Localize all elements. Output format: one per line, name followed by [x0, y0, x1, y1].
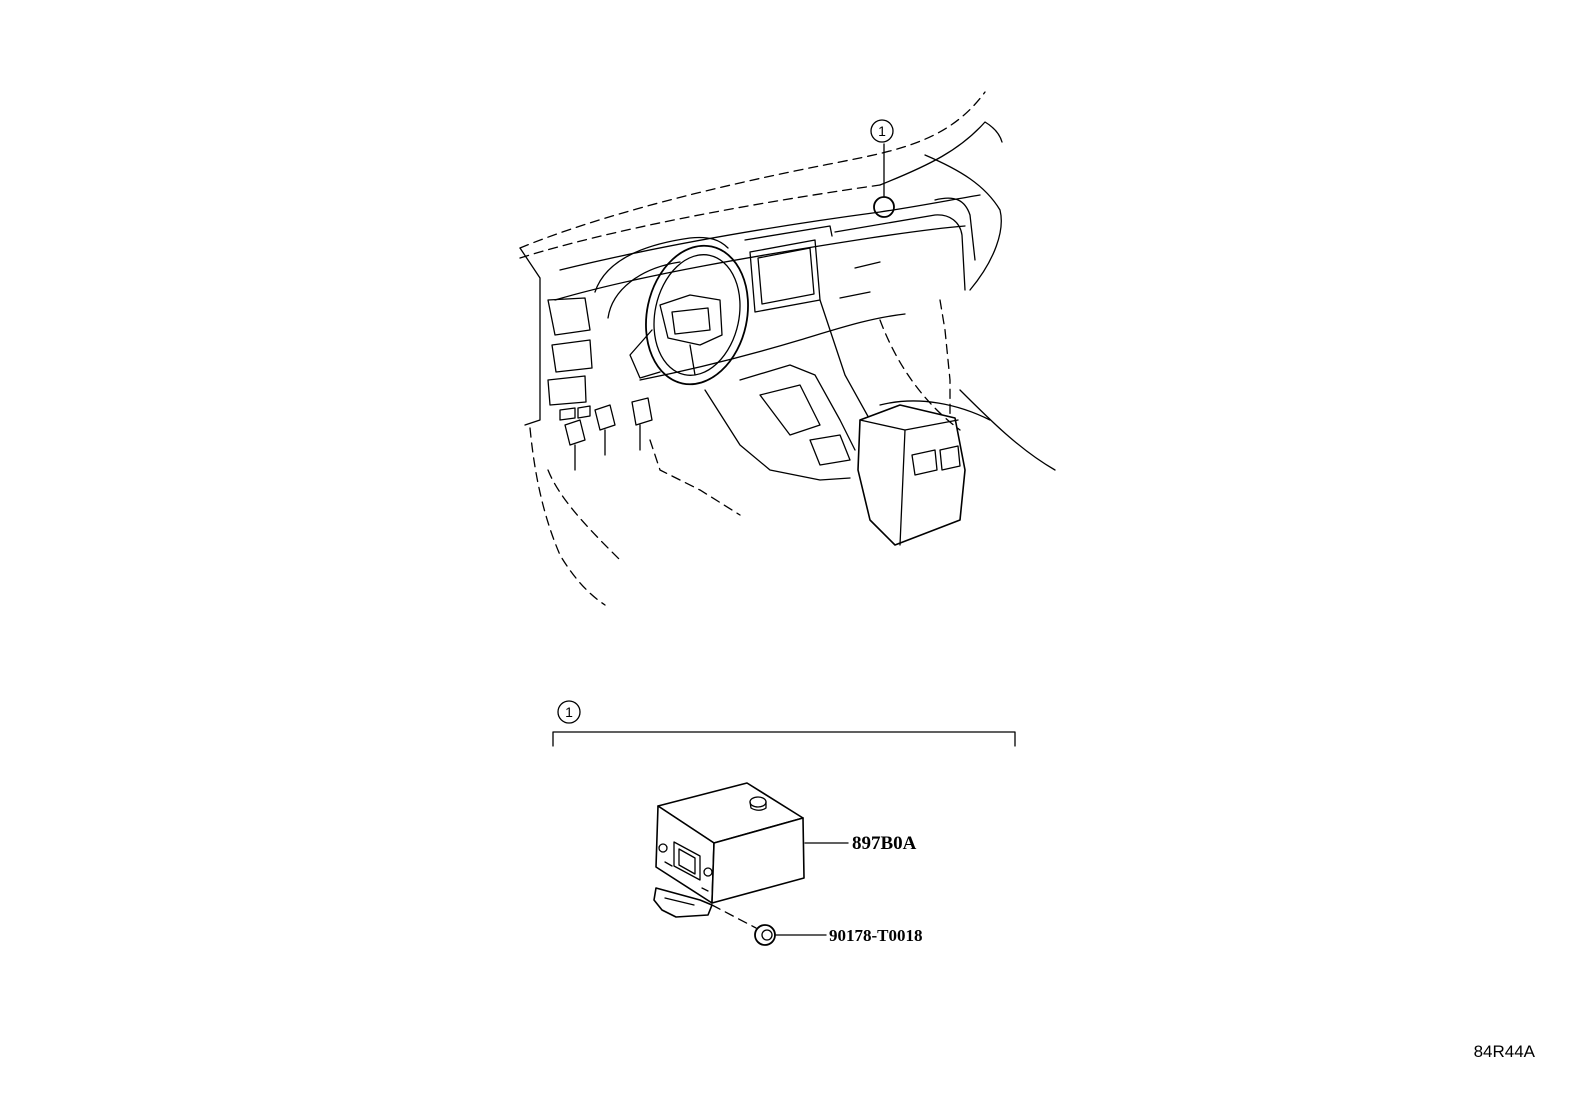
callout-number: 1 [878, 123, 886, 139]
location-marker [873, 196, 895, 218]
control-module [653, 782, 805, 918]
part-number-label: 897B0A [852, 833, 917, 854]
callout-upper: 1 [870, 119, 894, 143]
callout-lower: 1 [557, 700, 581, 724]
figure-code: 84R44A [1474, 1042, 1536, 1061]
part-number-label: 90178-T0018 [829, 926, 923, 945]
group-bracket [552, 731, 1016, 747]
dashboard-illustration [519, 91, 1056, 606]
callout-number: 1 [565, 704, 573, 720]
nut-fastener [711, 904, 776, 946]
